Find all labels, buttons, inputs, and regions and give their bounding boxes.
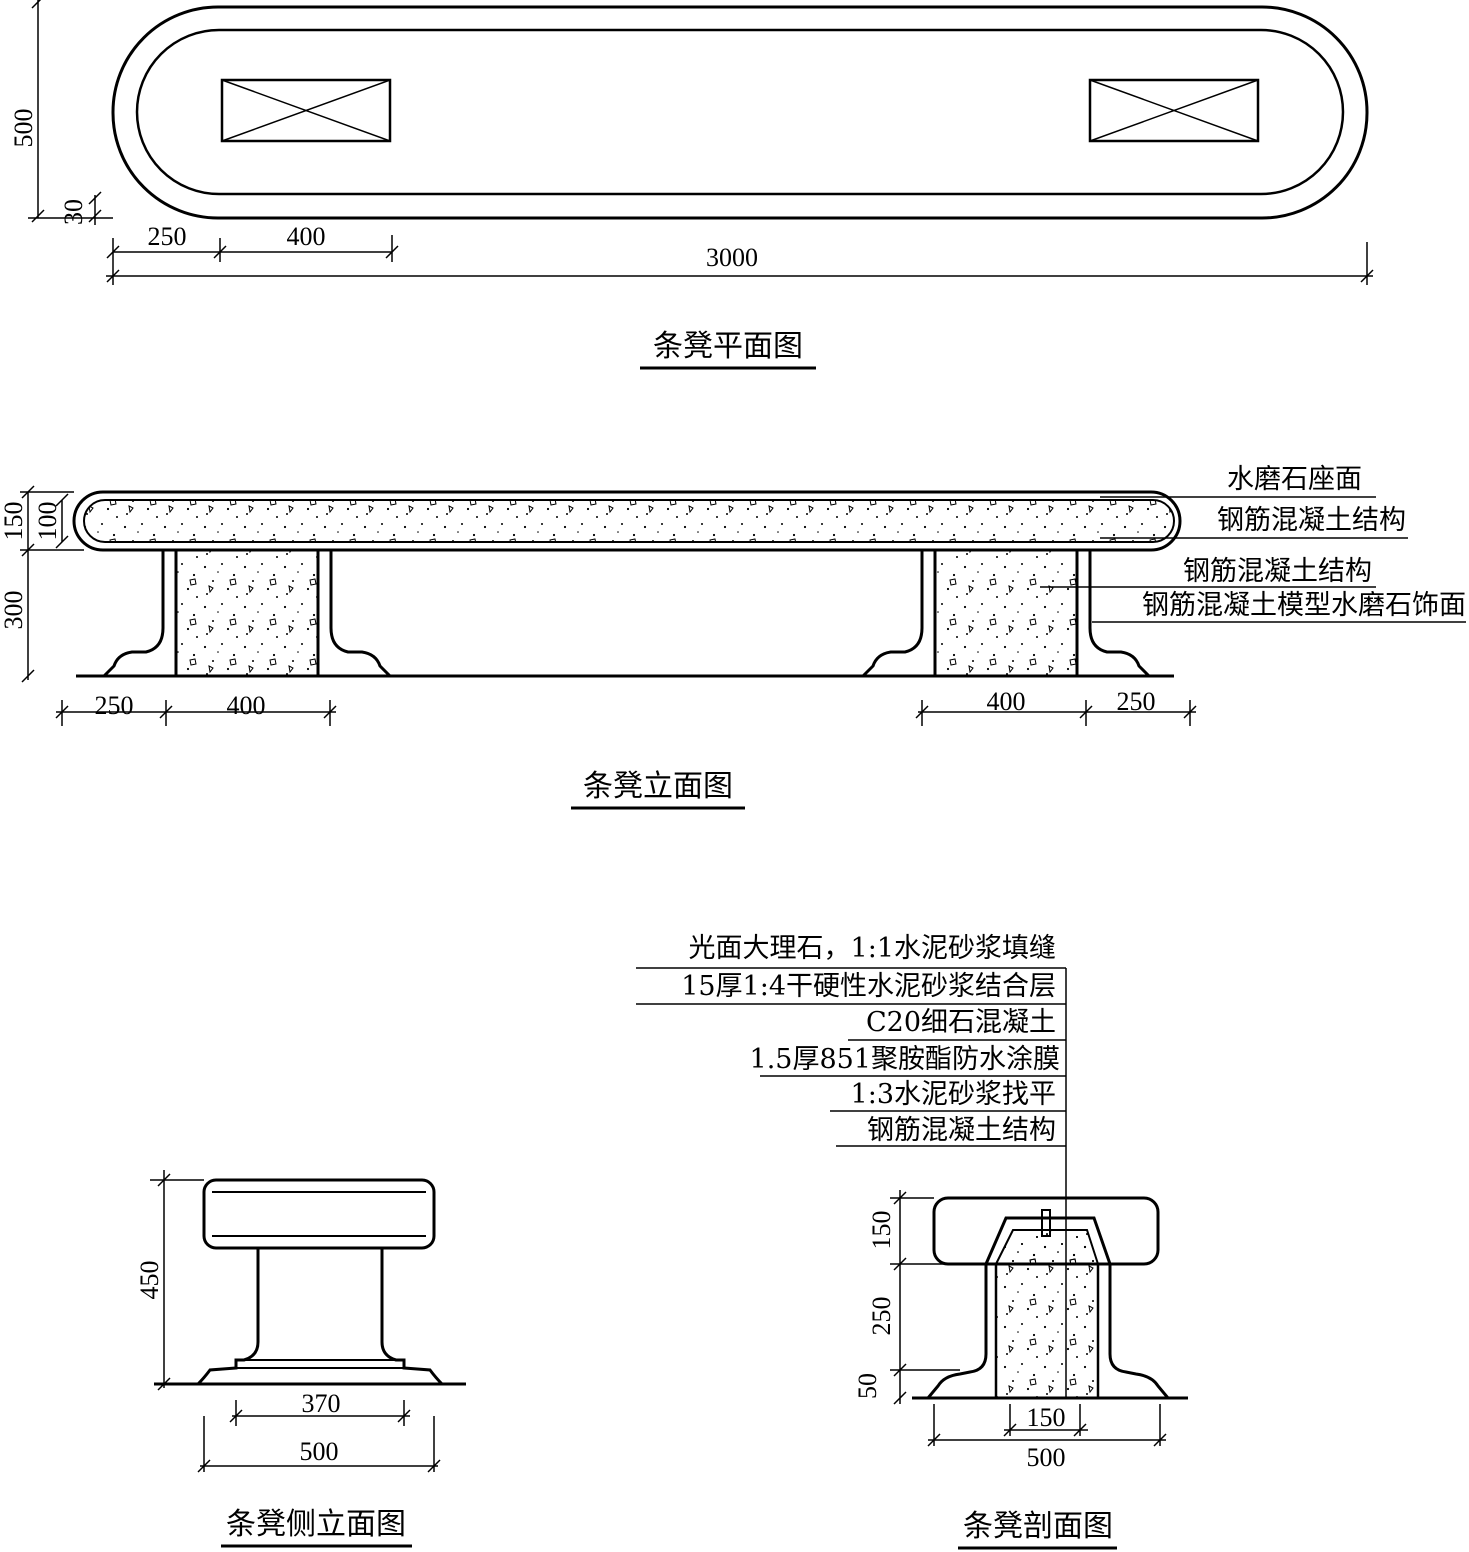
side-dim-height: 450 [135, 1261, 164, 1300]
elevation-view: 150 100 300 250 400 400 250 水磨石座面 钢筋混凝土结… [0, 464, 1466, 810]
side-elevation-view: 450 370 500 条凳侧立面图 [135, 1170, 466, 1548]
plan-view: 500 30 250 400 3000 条凳平面图 [9, 0, 1374, 370]
section-layer-mortar-bed: 15厚1:4干硬性水泥砂浆结合层 [681, 971, 1056, 1002]
side-dim-inner: 370 [302, 1389, 341, 1418]
section-leg-right [1108, 1264, 1170, 1399]
side-title: 条凳侧立面图 [226, 1507, 406, 1542]
side-dim-outer: 500 [300, 1437, 339, 1466]
section-anchor [1041, 1209, 1051, 1237]
leg-hole-left [220, 78, 392, 143]
elev-dim-leg-height: 300 [0, 591, 28, 630]
section-layer-c20: C20细石混凝土 [866, 1007, 1056, 1038]
elev-label-seat-structure: 钢筋混凝土结构 [1217, 505, 1406, 536]
side-dimension-lines [150, 1170, 441, 1473]
pedestal-left [102, 550, 392, 678]
section-dim-leg: 250 [867, 1297, 896, 1336]
side-leg [196, 1248, 260, 1386]
pedestal-right [861, 550, 1151, 678]
section-layer-waterproof: 1.5厚851聚胺酯防水涂膜 [750, 1044, 1060, 1075]
plan-dim-hole: 400 [287, 222, 326, 251]
section-title: 条凳剖面图 [963, 1509, 1113, 1544]
elev-dim-seat-core: 100 [33, 502, 62, 541]
elevation-leaders [1040, 496, 1466, 623]
seat-outline-inner [135, 28, 1345, 196]
elev-dim-right-offset: 250 [1117, 687, 1156, 716]
elev-label-leg-structure: 钢筋混凝土结构 [1183, 556, 1372, 587]
plan-title: 条凳平面图 [653, 329, 803, 364]
section-dim-inner: 150 [1027, 1403, 1066, 1432]
seat-slab-core [84, 500, 1174, 542]
section-dim-base: 50 [853, 1373, 882, 1399]
plan-dim-height: 500 [9, 109, 38, 148]
section-view: 光面大理石，1:1水泥砂浆填缝 15厚1:4干硬性水泥砂浆结合层 C20细石混凝… [636, 933, 1188, 1550]
elev-label-seat-face: 水磨石座面 [1227, 464, 1362, 495]
plan-dimension-lines [28, 0, 1374, 285]
section-leg-left [926, 1264, 988, 1399]
side-seat [202, 1178, 436, 1250]
section-layer-structure: 钢筋混凝土结构 [867, 1115, 1056, 1146]
elevation-title: 条凳立面图 [583, 769, 733, 804]
section-leaders [636, 967, 1067, 1398]
elev-dim-seat-total: 150 [0, 502, 28, 541]
elev-dim-left-offset: 250 [95, 691, 134, 720]
elevation-dimension-lines [20, 485, 1197, 726]
plan-dim-left: 250 [148, 222, 187, 251]
section-layer-leveling: 1:3水泥砂浆找平 [851, 1079, 1056, 1110]
plan-dim-offset: 30 [59, 199, 88, 225]
section-layer-marble: 光面大理石，1:1水泥砂浆填缝 [689, 933, 1056, 964]
section-dim-outer: 500 [1027, 1443, 1066, 1472]
section-dim-seat: 150 [867, 1211, 896, 1250]
seat-outline-outer [111, 5, 1369, 220]
leg-hole-right [1088, 78, 1260, 143]
elev-dim-left-leg: 400 [227, 691, 266, 720]
plan-dim-total: 3000 [706, 243, 758, 272]
section-dimension-lines [890, 1190, 1167, 1447]
elev-dim-right-leg: 400 [987, 687, 1026, 716]
seat-slab-inner [83, 499, 1175, 543]
section-core-fill [996, 1230, 1098, 1398]
seat-slab-outer [72, 490, 1182, 552]
elev-label-leg-finish: 钢筋混凝土模型水磨石饰面 [1142, 590, 1466, 621]
